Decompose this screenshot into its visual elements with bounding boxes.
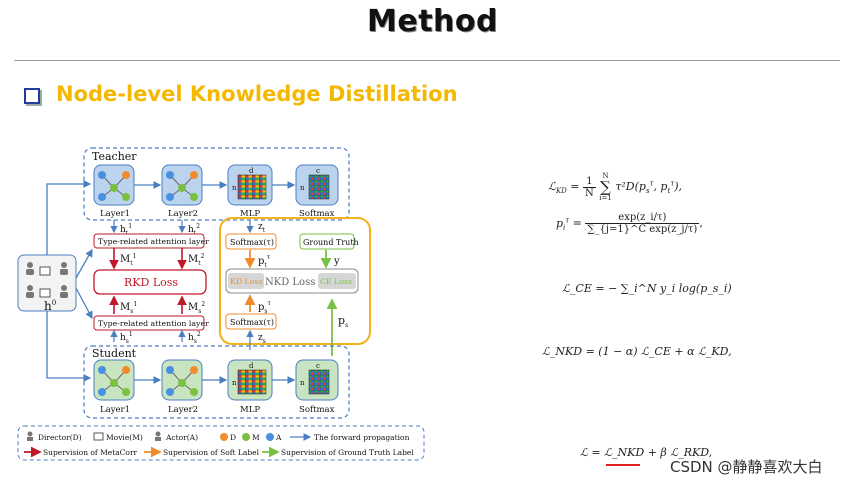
movie-legend-icon [93, 432, 104, 441]
y-label: y [333, 256, 340, 267]
teacher-layer1 [93, 164, 135, 206]
ms2-label: Ms2 [188, 301, 205, 315]
d-node-icon [220, 433, 228, 441]
teacher-layer1-label: Layer1 [100, 209, 130, 219]
actor-icon [60, 262, 68, 298]
teacher-mlp-label: MLP [240, 209, 260, 219]
svg-text:Supervision of Ground Truth La: Supervision of Ground Truth Label [281, 448, 414, 457]
ground-truth-box [299, 233, 355, 250]
slide-title: Method [367, 4, 498, 39]
method-diagram: Teacher Layer1 Layer2 n d MLP n c Softma… [17, 147, 425, 461]
a-node-icon [266, 433, 274, 441]
teacher-layer2 [161, 164, 203, 206]
svg-text:CE Loss: CE Loss [320, 277, 352, 286]
svg-text:NKD Loss: NKD Loss [265, 277, 315, 288]
svg-text:Type-related attention layer: Type-related attention layer [98, 319, 209, 328]
teacher-softmax-tau [225, 233, 277, 250]
student-layer1-label: Layer1 [100, 405, 130, 415]
bullet-icon [24, 88, 40, 104]
student-mlp-label: MLP [240, 405, 260, 415]
zs-label: zs [258, 333, 266, 345]
ms1-label: Ms1 [120, 301, 137, 315]
mt2-label: Mt2 [188, 253, 205, 267]
svg-text:A: A [275, 433, 282, 442]
ce-loss-box [318, 273, 356, 289]
svg-text:Softmax(τ): Softmax(τ) [230, 318, 274, 327]
svg-text:n: n [300, 184, 305, 192]
student-frame [83, 345, 350, 419]
zt-label: zt [258, 222, 266, 234]
hs1-label: hs1 [120, 331, 133, 345]
m-node-icon [242, 433, 250, 441]
svg-text:c: c [316, 362, 320, 370]
watermark: CSDN @静静喜欢大白 [670, 458, 823, 476]
svg-text:M: M [252, 433, 260, 442]
ce-formula: ℒ_CE = − ∑_i^N y_i log(p_s_i) [562, 282, 732, 295]
pt-label: ptτ [258, 254, 271, 269]
svg-text:d: d [249, 362, 254, 370]
student-layer1 [93, 359, 135, 401]
hs2-label: hs2 [188, 331, 201, 345]
student-label: Student [92, 347, 137, 360]
svg-text:Supervision of Soft Label: Supervision of Soft Label [163, 448, 260, 457]
student-attention-layer [93, 315, 205, 331]
svg-text:KD Loss: KD Loss [230, 277, 262, 286]
svg-text:Actor(A): Actor(A) [165, 433, 198, 442]
h0-label: h0 [44, 299, 56, 313]
svg-text:Supervision of MetaCorr: Supervision of MetaCorr [43, 448, 138, 457]
svg-text:D: D [230, 433, 236, 442]
actor-legend-icon [155, 431, 161, 441]
rkd-loss-box [93, 269, 207, 295]
svg-text:d: d [249, 167, 254, 175]
teacher-attention-layer [93, 233, 205, 249]
ps-label: ps [338, 314, 348, 329]
ps-tau-label: psτ [258, 300, 272, 315]
teacher-label: Teacher [92, 150, 137, 163]
kd-loss-box [228, 273, 264, 289]
svg-text:Director(D): Director(D) [38, 433, 82, 442]
svg-text:c: c [316, 167, 320, 175]
student-layer2 [161, 359, 203, 401]
movie-icon [39, 266, 51, 276]
section-subtitle: Node-level Knowledge Distillation [56, 82, 458, 106]
svg-text:Softmax(τ): Softmax(τ) [230, 238, 274, 247]
svg-text:n: n [232, 379, 237, 387]
total-loss-underline [606, 464, 640, 466]
svg-text:n: n [300, 379, 305, 387]
total-loss-formula: ℒ = ℒ_NKD + β ℒ_RKD, [580, 446, 713, 459]
svg-text:Movie(M): Movie(M) [106, 433, 143, 442]
teacher-layer2-label: Layer2 [168, 209, 198, 219]
student-softmax-label: Softmax [299, 405, 335, 415]
svg-text:RKD Loss: RKD Loss [124, 276, 178, 289]
teacher-softmax-label: Softmax [299, 209, 335, 219]
p-tau-formula: piτ = exp(z_i/τ)∑_{j=1}^C exp(z_j/τ), [556, 212, 703, 235]
student-layer2-label: Layer2 [168, 405, 198, 415]
person-icon [26, 262, 34, 298]
legend-frame [17, 425, 425, 461]
svg-text:Type-related attention layer: Type-related attention layer [98, 237, 209, 246]
nkd-formula: ℒ_NKD = (1 − α) ℒ_CE + α ℒ_KD, [542, 345, 732, 358]
director-icon [27, 431, 33, 441]
svg-text:The forward propagation: The forward propagation [314, 433, 410, 442]
mt1-label: Mt1 [120, 253, 137, 267]
svg-text:Ground Truth: Ground Truth [303, 238, 359, 247]
nkd-loss-frame [219, 217, 371, 345]
svg-text:n: n [232, 184, 237, 192]
title-rule [14, 60, 840, 61]
student-softmax-tau [225, 313, 277, 330]
